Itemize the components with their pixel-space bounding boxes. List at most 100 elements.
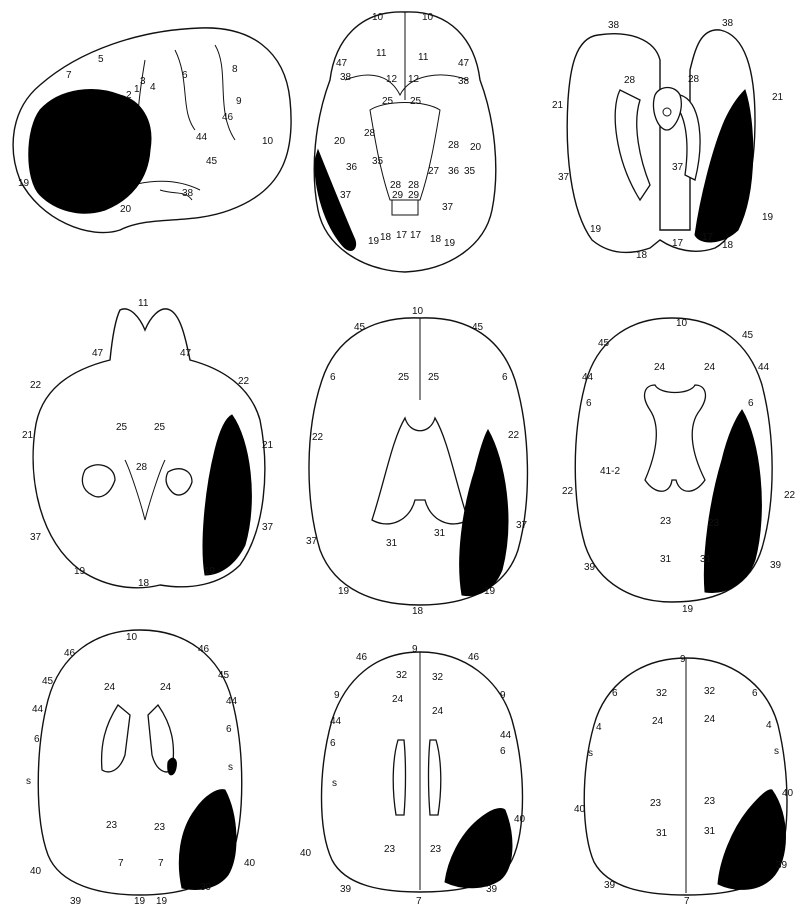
area-label: 24 xyxy=(392,694,404,705)
area-label: 19 xyxy=(484,586,496,597)
area-label: 28 xyxy=(624,75,636,86)
area-label: 10 xyxy=(262,136,274,147)
area-label: 28 xyxy=(136,462,148,473)
area-label: 32 xyxy=(704,686,716,697)
area-label: 32 xyxy=(396,670,408,681)
ventral-hatched-region xyxy=(392,200,418,215)
area-label: 21 xyxy=(262,440,274,451)
area-label: 46 xyxy=(222,112,234,123)
area-label: 31 xyxy=(660,554,672,565)
axial-2-panel: 11 47 47 22 22 21 21 25 25 28 37 37 19 1… xyxy=(22,298,274,589)
area-label: 22 xyxy=(508,430,520,441)
area-label: 44 xyxy=(32,704,44,715)
area-label: 40 xyxy=(514,814,526,825)
area-label: 45 xyxy=(354,322,366,333)
area-label: 41-2 xyxy=(600,466,620,477)
area-label: 9 xyxy=(500,690,506,701)
area-label: 47 xyxy=(92,348,104,359)
area-label: 31 xyxy=(434,528,446,539)
area-label: 40 xyxy=(30,866,42,877)
lateral-frontal-sulcus-2 xyxy=(215,45,235,140)
area-label: 6 xyxy=(226,724,232,735)
area-label: 7 xyxy=(158,858,164,869)
area-label: 17 xyxy=(396,230,408,241)
area-label: 7 xyxy=(684,896,690,907)
area-label: 23 xyxy=(154,822,166,833)
area-label: 35 xyxy=(464,166,476,177)
area-label: 23 xyxy=(384,844,396,855)
axial-5-lesion xyxy=(179,790,236,890)
area-label: 28 xyxy=(364,128,376,139)
area-label: 31 xyxy=(700,554,712,565)
area-label: 24 xyxy=(704,714,716,725)
area-label: 17 xyxy=(702,232,714,243)
ventral-labels: 10 10 11 11 47 47 12 12 25 25 38 38 28 2… xyxy=(334,12,482,249)
area-label: 46 xyxy=(64,648,76,659)
area-label: 9 xyxy=(334,690,340,701)
area-label: 23 xyxy=(704,796,716,807)
area-label: 45 xyxy=(42,676,54,687)
area-label: 37 xyxy=(262,522,274,533)
area-label: 19 xyxy=(682,604,694,615)
area-label: 4 xyxy=(596,722,602,733)
area-label: 23 xyxy=(650,798,662,809)
area-label: 28 xyxy=(688,74,700,85)
area-label: 24 xyxy=(104,682,116,693)
area-label: 28 xyxy=(448,140,460,151)
area-label: 31 xyxy=(386,538,398,549)
area-label: 39 xyxy=(200,882,212,893)
area-label: 19 xyxy=(444,238,456,249)
ventral-view-panel: 10 10 11 11 47 47 12 12 25 25 38 38 28 2… xyxy=(314,12,496,272)
area-label: 47 xyxy=(458,58,470,69)
area-label: 6 xyxy=(182,70,188,81)
area-label: 45 xyxy=(218,670,230,681)
area-label: 45 xyxy=(206,156,218,167)
area-label: 18 xyxy=(430,234,442,245)
axial-3-ventricle xyxy=(372,418,468,524)
axial-6-ventricle-right xyxy=(429,740,441,815)
area-label: 35 xyxy=(372,156,384,167)
axial-4-panel: 10 45 45 44 44 6 6 24 24 22 22 41-2 23 2… xyxy=(562,318,796,615)
area-label: 12 xyxy=(408,74,420,85)
area-label: 2 xyxy=(126,90,132,101)
area-label: 32 xyxy=(432,672,444,683)
area-label: 17 xyxy=(672,238,684,249)
area-label: 6 xyxy=(502,372,508,383)
axial-7-lesion xyxy=(718,790,786,890)
area-label: 6 xyxy=(500,746,506,757)
area-label: 25 xyxy=(116,422,128,433)
area-label: 44 xyxy=(196,132,208,143)
area-label: 25 xyxy=(398,372,410,383)
area-label: 38 xyxy=(608,20,620,31)
area-label: 44 xyxy=(758,362,770,373)
area-label: 6 xyxy=(330,738,336,749)
area-label: 10 xyxy=(126,632,138,643)
area-label: 46 xyxy=(468,652,480,663)
area-label: 22 xyxy=(784,490,796,501)
area-label: 29 xyxy=(408,190,420,201)
area-label: 25 xyxy=(428,372,440,383)
axial-2-lesion xyxy=(203,415,251,575)
area-label: 17 xyxy=(410,230,422,241)
area-label: 19 xyxy=(204,566,216,577)
area-label: 19 xyxy=(134,896,146,907)
area-label: 37 xyxy=(516,520,528,531)
axial-4-lesion xyxy=(704,410,761,593)
area-label: 6 xyxy=(586,398,592,409)
area-label: 39 xyxy=(604,880,616,891)
area-label: 6 xyxy=(612,688,618,699)
area-label: 5 xyxy=(98,54,104,65)
area-label: 37 xyxy=(558,172,570,183)
area-label: 19 xyxy=(762,212,774,223)
area-label: 23 xyxy=(106,820,118,831)
area-label: 32 xyxy=(656,688,668,699)
area-label: 6 xyxy=(748,398,754,409)
area-label: s xyxy=(332,778,337,789)
area-label: 40 xyxy=(782,788,794,799)
area-label: 24 xyxy=(160,682,172,693)
area-label: 40 xyxy=(244,858,256,869)
area-label: s xyxy=(26,776,31,787)
area-label: 31 xyxy=(656,828,668,839)
area-label: 37 xyxy=(306,536,318,547)
area-label: 11 xyxy=(138,298,149,309)
